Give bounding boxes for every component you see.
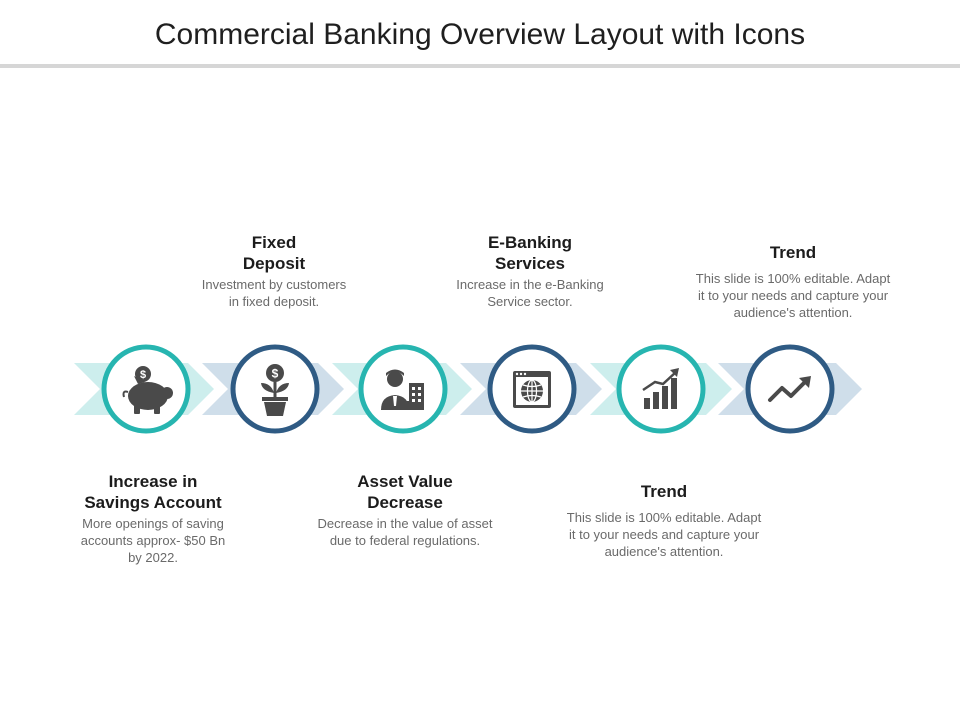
globe-browser-icon <box>513 371 551 408</box>
svg-text:$: $ <box>272 367 279 381</box>
page-title: Commercial Banking Overview Layout with … <box>154 18 806 51</box>
step-heading: Increase in Savings Account <box>84 472 222 512</box>
step-text-trend-top: Trend This slide is 100% editable. Adapt… <box>670 242 916 321</box>
step-text-trend-bottom: Trend This slide is 100% editable. Adapt… <box>540 481 788 560</box>
step-text-asset-value: Asset Value Decrease Decrease in the val… <box>292 471 518 549</box>
banker-building-icon <box>381 369 424 410</box>
step-circle-3 <box>358 344 448 434</box>
step-heading: Asset Value Decrease <box>357 472 453 512</box>
bar-chart-growth-icon <box>642 368 679 409</box>
chevron-band <box>74 363 862 415</box>
step-heading: Trend <box>769 243 817 262</box>
step-description: Decrease in the value of asset due to fe… <box>317 516 493 548</box>
step-heading: Trend <box>640 482 688 501</box>
step-description: More openings of saving accounts approx-… <box>80 516 226 565</box>
step-text-savings-account: Increase in Savings Account More opening… <box>44 471 262 566</box>
step-text-e-banking: E-Banking Services Increase in the e-Ban… <box>430 232 630 310</box>
step-circle-5 <box>616 344 706 434</box>
piggy-bank-icon: $ <box>122 366 173 414</box>
step-description: Investment by customers in fixed deposit… <box>201 277 347 309</box>
svg-text:$: $ <box>140 369 146 381</box>
step-circle-6 <box>745 344 835 434</box>
title-divider <box>0 64 960 68</box>
step-heading: E-Banking Services <box>487 233 573 273</box>
step-description: This slide is 100% editable. Adapt it to… <box>566 510 762 559</box>
trend-line-icon <box>768 376 811 402</box>
step-description: Increase in the e-Banking Service sector… <box>456 277 604 309</box>
step-text-fixed-deposit: Fixed Deposit Investment by customers in… <box>174 232 374 310</box>
step-heading: Fixed Deposit <box>242 233 306 273</box>
money-plant-icon: $ <box>261 364 289 416</box>
step-description: This slide is 100% editable. Adapt it to… <box>695 271 891 320</box>
